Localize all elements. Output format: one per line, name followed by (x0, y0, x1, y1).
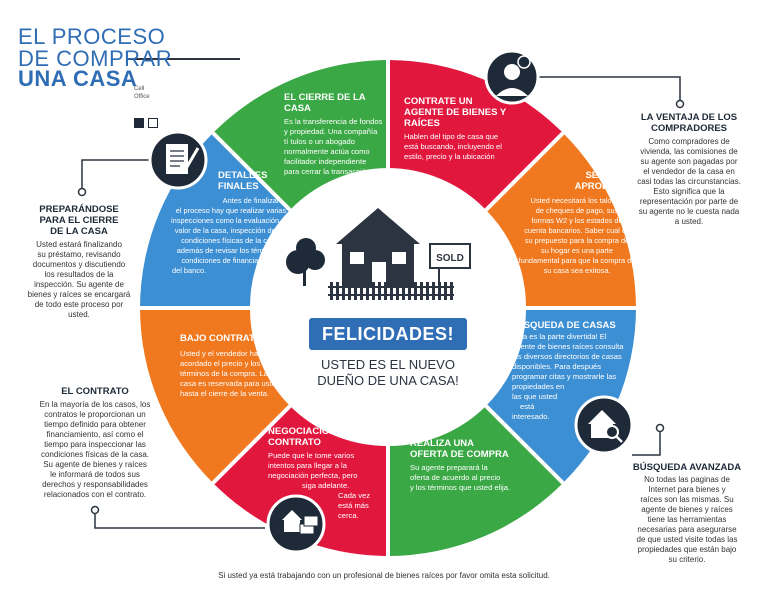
fence-picket (366, 282, 369, 300)
side-avanzada: BÚSQUEDA AVANZADA No todas las paginas d… (632, 462, 742, 564)
document-sign-icon (148, 130, 208, 190)
segment-contrato (140, 308, 290, 483)
fence-picket (342, 282, 345, 300)
segment-cierre (213, 60, 388, 210)
fence-picket (354, 282, 357, 300)
segment-pre-text: SEA PRE- APROBADO (506, 170, 630, 192)
side-preparandose: PREPARÁNDOSE PARA EL CIERRE DE LA CASA U… (27, 204, 131, 319)
title-line2: DE COMPRAR (18, 46, 173, 71)
segment-detalles (140, 133, 290, 308)
segment-pre-aprobado (486, 133, 636, 308)
fence-picket (348, 282, 351, 300)
segment-oferta (388, 406, 563, 556)
segment-agente (388, 60, 563, 210)
footer-note: Si usted ya está trabajando con un profe… (218, 571, 550, 580)
fence-picket (372, 282, 375, 300)
fence-picket (360, 282, 363, 300)
contact-office: Office (134, 94, 150, 100)
segment-agente-text: CONTRATE UN AGENTE DE BIENES Y RAÍCES Ha… (404, 96, 514, 162)
side-contrato: EL CONTRATO En la mayoría de los casos, … (39, 386, 151, 499)
house-search-icon (574, 395, 634, 455)
title-line3: UNA CASA (18, 66, 138, 91)
sold-sign: SOLD (436, 253, 464, 264)
pre-heading-1: SEA PRE- (585, 170, 630, 181)
segment-oferta-text: REALIZA UNA OFERTA DE COMPRA Su agente p… (410, 438, 511, 492)
fence-picket (426, 282, 429, 300)
realtor-logo (134, 118, 144, 128)
segment-negociacion-text: NEGOCIACIÓN Y CONTRATO Puede que le tome… (268, 426, 371, 520)
fence-picket (450, 282, 453, 300)
segment-negociacion (213, 406, 388, 556)
money-house-icon (266, 494, 326, 554)
contact-cell: Cell (134, 86, 145, 92)
fence-picket (336, 282, 339, 300)
fence-picket (402, 282, 405, 300)
equal-housing-logo (148, 118, 158, 128)
agent-icon (484, 49, 540, 105)
segment-cierre-text: EL CIERRE DE LA CASA Es la transferencia… (284, 92, 383, 176)
title-line1: EL PROCESO (18, 24, 166, 49)
fence-picket (378, 282, 381, 300)
side-ventaja: LA VENTAJA DE LOS COMPRADORES Como compr… (637, 112, 741, 226)
fence-picket (432, 282, 435, 300)
fence-picket (384, 282, 387, 300)
fence-picket (414, 282, 417, 300)
fence-picket (330, 282, 333, 300)
fence-picket (444, 282, 447, 300)
fence-picket (420, 282, 423, 300)
fence-picket (390, 282, 393, 300)
agente-heading: CONTRATE UN AGENTE DE BIENES Y RAÍCES (404, 96, 507, 129)
fence-picket (408, 282, 411, 300)
segment-contrato-text: BAJO CONTRATO Usted y el vendedor han ac… (180, 333, 281, 398)
detalles-body: Antes de finalizar el proceso hay que re… (171, 196, 291, 275)
fence-picket (438, 282, 441, 300)
pre-heading-2: APROBADO (574, 181, 630, 192)
busqueda-heading: BUSQUEDA DE CASAS (510, 320, 616, 331)
fence-picket (396, 282, 399, 300)
congrats-banner: FELICIDADES! (309, 318, 467, 350)
new-owner-text: USTED ES EL NUEVO DUEÑO DE UNA CASA! (317, 357, 459, 388)
agente-body: Hablen del tipo de casa que está buscand… (404, 132, 502, 161)
house-illustration: SOLD (286, 208, 471, 300)
segment-busqueda (486, 308, 636, 483)
segment-detalles-text: DETALLES FINALES (218, 170, 268, 192)
